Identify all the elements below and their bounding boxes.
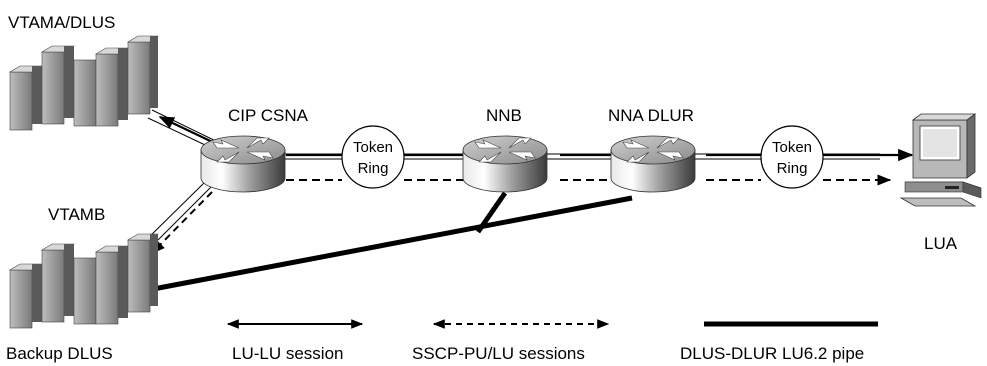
label-nnb: NNB bbox=[486, 106, 522, 125]
token-ring-2-line1: Token bbox=[772, 139, 812, 156]
legend-lu-lu-label: LU-LU session bbox=[232, 344, 344, 363]
router-nnb-icon bbox=[462, 135, 548, 193]
legend: LU-LU session SSCP-PU/LU sessions DLUS-D… bbox=[226, 319, 878, 363]
legend-sscp-label: SSCP-PU/LU sessions bbox=[412, 344, 585, 363]
backbone-session-arrows bbox=[286, 148, 914, 186]
legend-pipe-label: DLUS-DLUR LU6.2 pipe bbox=[680, 344, 864, 363]
label-lua: LUA bbox=[924, 234, 958, 253]
dlus-dlur-pipe-line bbox=[147, 195, 633, 293]
label-nna-dlur: NNA DLUR bbox=[608, 106, 694, 125]
label-vtama: VTAMA/DLUS bbox=[8, 13, 115, 32]
label-backup-dlus: Backup DLUS bbox=[6, 344, 113, 363]
mainframe-vtamb-icon bbox=[8, 233, 159, 329]
token-ring-1: Token Ring bbox=[341, 125, 405, 189]
token-ring-1-line1: Token bbox=[353, 139, 393, 156]
mainframe-vtama-icon bbox=[8, 35, 159, 131]
router-cip-icon bbox=[200, 135, 286, 193]
token-ring-1-line2: Ring bbox=[358, 160, 389, 177]
sscp-arrow-vtamb bbox=[151, 191, 213, 254]
label-vtamb: VTAMB bbox=[48, 205, 105, 224]
token-ring-2: Token Ring bbox=[760, 125, 824, 189]
router-nna-icon bbox=[610, 135, 696, 193]
token-ring-2-line2: Ring bbox=[777, 160, 808, 177]
workstation-lua-icon bbox=[899, 113, 982, 207]
label-cip-csna: CIP CSNA bbox=[228, 106, 309, 125]
